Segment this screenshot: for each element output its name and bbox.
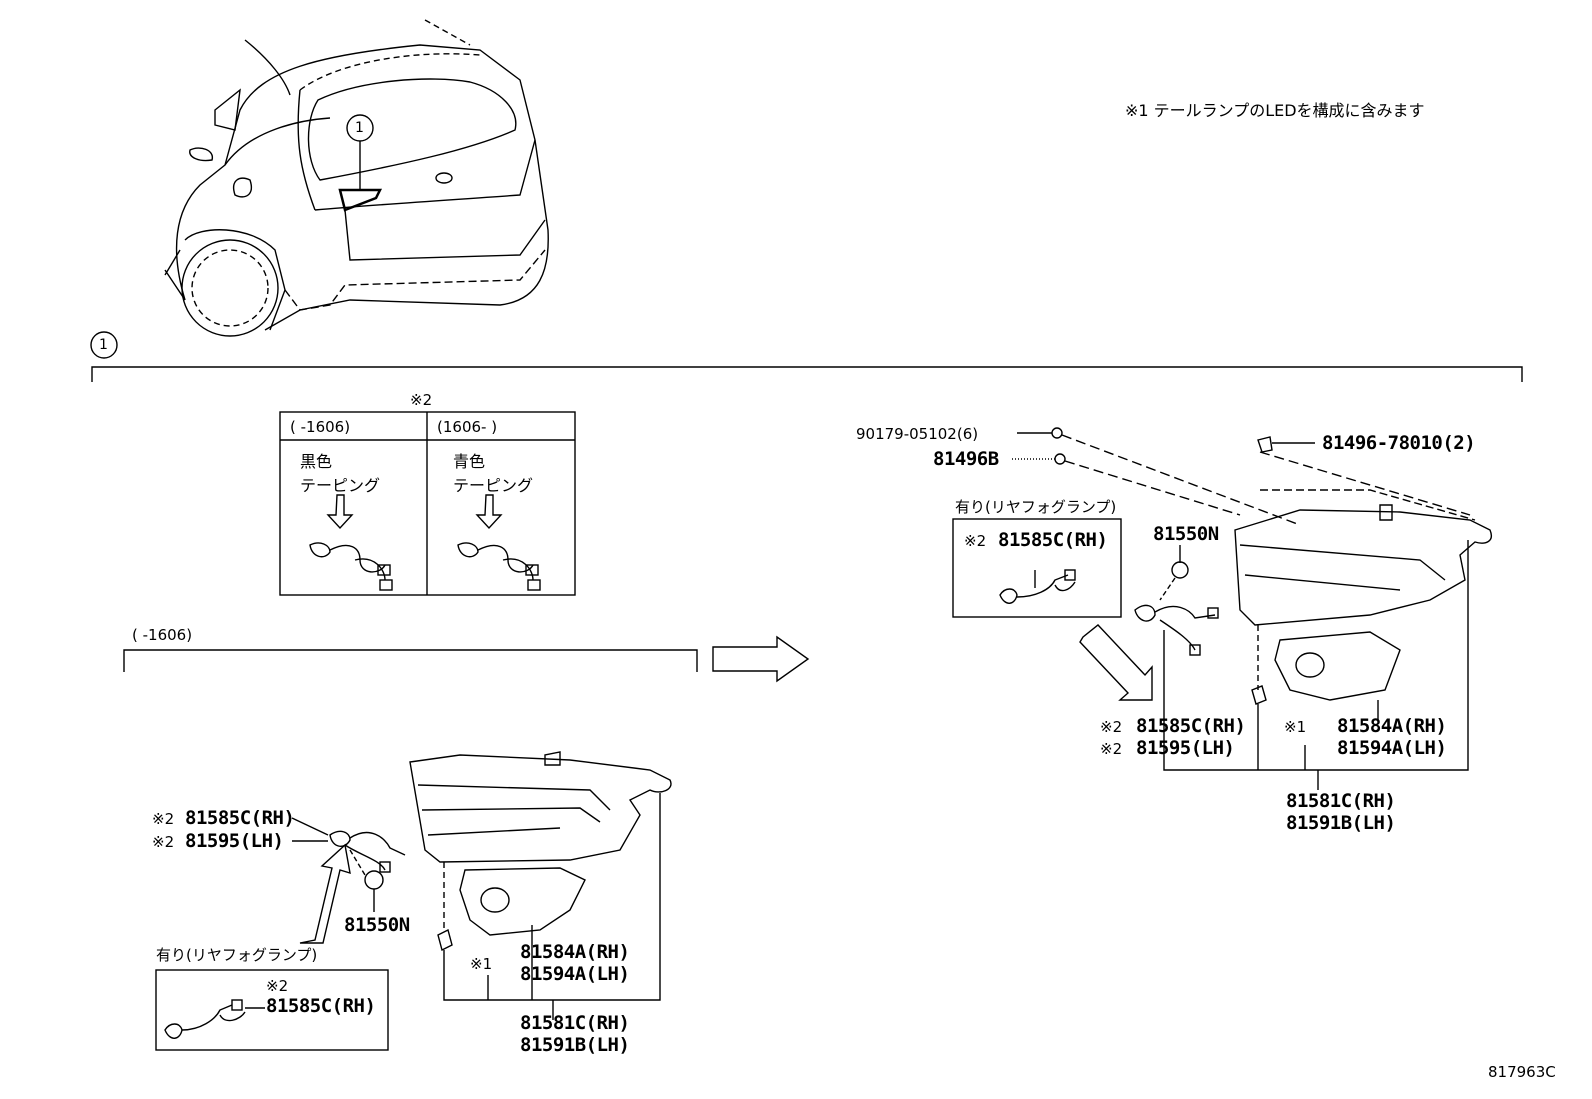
table-mark-2: ※2: [410, 391, 433, 409]
left-part-81581c[interactable]: 81581C(RH): [520, 1012, 630, 1034]
right-part-81585c[interactable]: 81585C(RH): [1136, 715, 1246, 737]
left-mark-1: ※1: [470, 955, 493, 973]
right-fog-mark-2: ※2: [964, 532, 987, 550]
left-fog-mark-2: ※2: [266, 977, 289, 995]
harness-sketch-black-tape: [309, 542, 393, 591]
left-part-81595[interactable]: 81595(LH): [185, 830, 284, 852]
right-part-81584a[interactable]: 81584A(RH): [1337, 715, 1447, 737]
left-part-81585c[interactable]: 81585C(RH): [185, 807, 295, 829]
right-part-81496-78010[interactable]: 81496-78010(2): [1322, 432, 1476, 454]
left-part-81550n[interactable]: 81550N: [344, 914, 410, 936]
callout-1-car: 1: [355, 120, 364, 136]
right-part-81550n[interactable]: 81550N: [1153, 523, 1219, 545]
vehicle-rear-illustration: [164, 19, 549, 337]
diagram-code: 817963C: [1488, 1063, 1556, 1081]
right-part-81595[interactable]: 81595(LH): [1136, 737, 1235, 759]
callout-1-bracket: 1: [99, 337, 108, 353]
left-part-81594a[interactable]: 81594A(LH): [520, 963, 630, 985]
right-part-81591b[interactable]: 81591B(LH): [1286, 812, 1396, 834]
table-col1-text: 黒色 テーピング: [300, 452, 381, 495]
left-part-81591b[interactable]: 81591B(LH): [520, 1034, 630, 1056]
right-part-81581c[interactable]: 81581C(RH): [1286, 790, 1396, 812]
table-col2-header: (1606- ): [437, 418, 498, 436]
note-led-included: ※1 テールランプのLEDを構成に含みます: [1125, 101, 1425, 120]
right-fog-title: 有り(リヤフォグランプ): [955, 498, 1117, 516]
right-mark-2b: ※2: [1100, 740, 1123, 758]
right-mark-1: ※1: [1284, 718, 1307, 736]
left-part-81584a[interactable]: 81584A(RH): [520, 941, 630, 963]
right-part-81594a[interactable]: 81594A(LH): [1337, 737, 1447, 759]
left-mark-2a: ※2: [152, 810, 175, 828]
left-fog-part[interactable]: 81585C(RH): [266, 995, 376, 1017]
right-part-81496b[interactable]: 81496B: [933, 448, 999, 470]
left-mark-2b: ※2: [152, 833, 175, 851]
left-tail-lamp-sketch: [409, 751, 672, 936]
right-mark-2a: ※2: [1100, 718, 1123, 736]
table-col1-header: ( -1606): [290, 418, 351, 436]
right-tail-lamp-sketch: [1234, 489, 1492, 701]
harness-sketch-blue-tape: [457, 542, 541, 591]
right-fog-part[interactable]: 81585C(RH): [998, 529, 1108, 551]
table-col2-text: 青色 テーピング: [453, 452, 534, 495]
range-label: ( -1606): [132, 626, 193, 644]
left-fog-title: 有り(リヤフォグランプ): [156, 946, 318, 964]
right-part-90179[interactable]: 90179-05102(6): [856, 425, 979, 443]
